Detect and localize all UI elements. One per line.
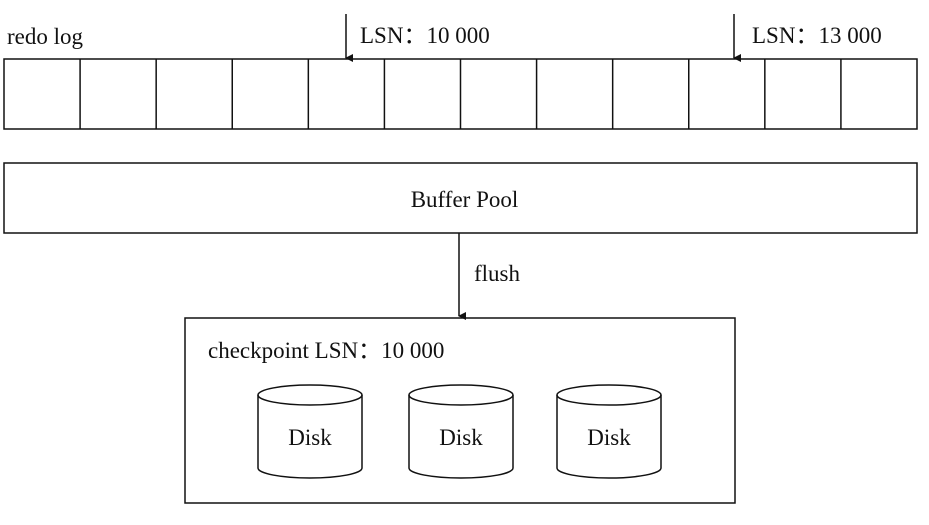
redo-log-title: redo log (7, 24, 84, 49)
storage-box (184, 317, 736, 504)
disk-label: Disk (587, 425, 631, 450)
checkpoint-lsn-label: checkpoint LSN：10 000 (208, 338, 445, 363)
buffer-pool-box (3, 162, 918, 234)
disk-label: Disk (288, 425, 332, 450)
disk-cylinder (556, 384, 662, 479)
disk-label: Disk (439, 425, 483, 450)
redo-log-strip (3, 58, 918, 130)
disk-cylinder (257, 384, 363, 479)
lsn-marker-label-10000: LSN：10 000 (360, 23, 490, 48)
flush-label: flush (474, 261, 520, 286)
lsn-marker-label-13000: LSN：13 000 (752, 23, 882, 48)
buffer-pool-label: Buffer Pool (410, 187, 519, 212)
disk-cylinder (408, 384, 514, 479)
